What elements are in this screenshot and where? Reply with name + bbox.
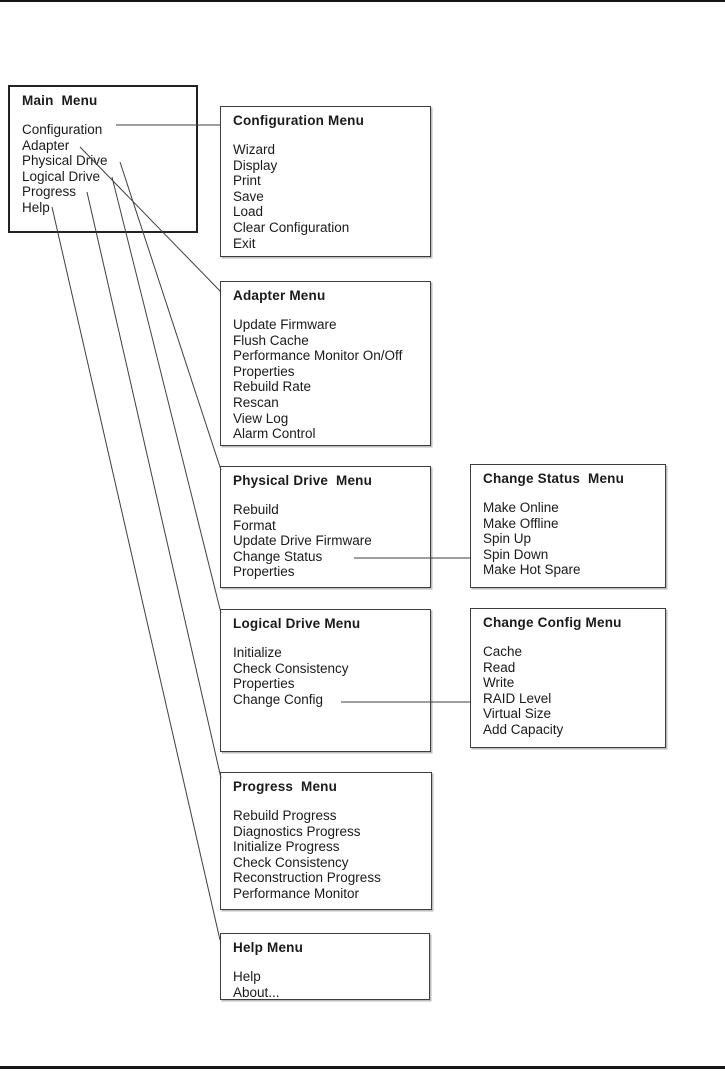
connector-progress xyxy=(86,191,222,779)
menu-item-write: Write xyxy=(483,675,515,691)
menu-item-initialize: Initialize xyxy=(233,645,282,660)
menu-item-adapter: Adapter xyxy=(22,137,70,153)
menu-item-make-offline: Make Offline xyxy=(483,515,559,531)
menu-item-progress: Progress xyxy=(22,184,77,200)
main-menu-title: Main Menu xyxy=(22,93,98,108)
menu-item-about: About... xyxy=(233,984,280,1000)
bottom-page-rule xyxy=(0,1066,725,1069)
change-status-menu-title: Change Status Menu xyxy=(483,471,625,486)
menu-item-view-log: View Log xyxy=(233,410,289,426)
connector-logical-drive xyxy=(111,176,222,614)
menu-item-physical-drive: Physical Drive xyxy=(22,153,108,169)
menu-item-spin-up: Spin Up xyxy=(483,531,532,547)
menu-item-help: Help xyxy=(233,969,261,984)
menu-item-print: Print xyxy=(233,173,261,189)
menu-item-rebuild: Rebuild xyxy=(233,502,279,517)
menu-item-check-consistency: Check Consistency xyxy=(233,854,349,870)
menu-item-performance-monitor: Performance Monitor xyxy=(233,885,360,901)
menu-item-alarm-control: Alarm Control xyxy=(233,426,316,442)
menu-item-raid-level: RAID Level xyxy=(483,690,552,706)
menu-item-display: Display xyxy=(233,157,278,173)
menu-item-help: Help xyxy=(22,199,50,215)
menu-item-change-status: Change Status xyxy=(233,548,323,564)
menu-item-logical-drive: Logical Drive xyxy=(22,168,101,184)
menu-item-check-consistency: Check Consistency xyxy=(233,660,349,676)
menu-item-add-capacity: Add Capacity xyxy=(483,721,564,737)
physical-drive-menu-title: Physical Drive Menu xyxy=(233,473,373,488)
menu-item-performance-monitor-on-off: Performance Monitor On/Off xyxy=(233,348,403,364)
menu-item-make-online: Make Online xyxy=(483,500,559,515)
connector-help xyxy=(51,206,221,941)
menu-item-format: Format xyxy=(233,517,276,533)
menu-item-initialize-progress: Initialize Progress xyxy=(233,839,340,855)
menu-item-rebuild-rate: Rebuild Rate xyxy=(233,379,312,395)
menu-item-reconstruction-progress: Reconstruction Progress xyxy=(233,870,381,886)
menu-item-make-hot-spare: Make Hot Spare xyxy=(483,562,581,578)
menu-item-wizard: Wizard xyxy=(233,142,276,157)
configuration-menu-title: Configuration Menu xyxy=(233,113,365,128)
menu-item-rescan: Rescan xyxy=(233,394,279,410)
help-menu-title: Help Menu xyxy=(233,940,304,955)
menu-item-configuration: Configuration xyxy=(22,122,103,137)
progress-menu-title: Progress Menu xyxy=(233,779,338,794)
menu-item-diagnostics-progress: Diagnostics Progress xyxy=(233,823,361,839)
menu-item-update-firmware: Update Firmware xyxy=(233,317,337,332)
menu-item-spin-down: Spin Down xyxy=(483,546,549,562)
menu-item-clear-configuration: Clear Configuration xyxy=(233,219,350,235)
menu-item-exit: Exit xyxy=(233,235,256,251)
menu-item-properties: Properties xyxy=(233,676,295,692)
menu-item-load: Load xyxy=(233,204,264,220)
menu-item-change-config: Change Config xyxy=(233,691,324,707)
change-config-menu-title: Change Config Menu xyxy=(483,615,622,630)
menu-item-cache: Cache xyxy=(483,644,523,659)
menu-item-read: Read xyxy=(483,659,516,675)
menu-item-properties: Properties xyxy=(233,564,295,580)
adapter-menu-title: Adapter Menu xyxy=(233,288,326,303)
menu-item-flush-cache: Flush Cache xyxy=(233,332,309,348)
top-page-rule xyxy=(0,0,725,2)
logical-drive-menu-title: Logical Drive Menu xyxy=(233,616,361,631)
menu-item-virtual-size: Virtual Size xyxy=(483,706,552,722)
menu-item-rebuild-progress: Rebuild Progress xyxy=(233,808,337,823)
menu-item-update-drive-firmware: Update Drive Firmware xyxy=(233,533,372,549)
menu-item-properties: Properties xyxy=(233,363,295,379)
menu-item-save: Save xyxy=(233,188,264,204)
